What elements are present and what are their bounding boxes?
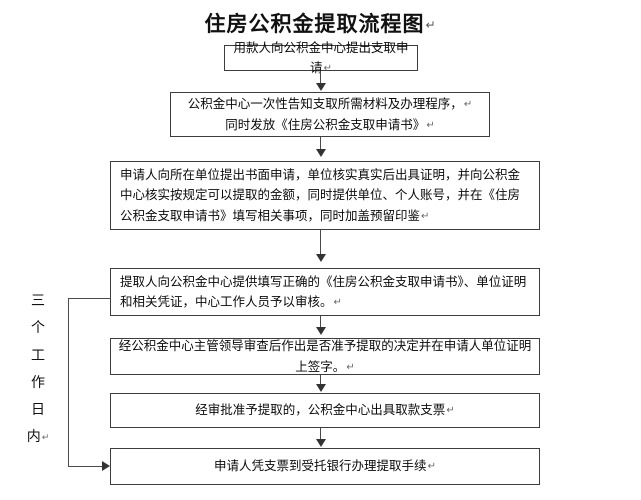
- edge-n4-n5-arrowhead: [316, 327, 326, 335]
- edge-n4-n5-line: [320, 316, 321, 328]
- bracket-vertical-segment: [68, 298, 69, 466]
- flow-node-2-text: 公积金中心一次性告知支取所需材料及办理程序，↵ 同时发放《住房公积金支取申请书》…: [177, 94, 483, 135]
- edge-n1-n2-line: [320, 71, 321, 85]
- side-label-char-4: 作: [31, 374, 45, 391]
- paragraph-return-mark: ↵: [425, 18, 437, 32]
- flow-node-4-text: 提取人向公积金中心提供填写正确的《住房公积金支取申请书》、单位证明和相关凭证，中…: [120, 273, 527, 309]
- bracket-arrowhead: [102, 461, 110, 471]
- side-label-char-5: 日: [31, 402, 45, 419]
- flow-node-1-line-1: 用款人向公积金中心提出支取申请↵: [233, 39, 409, 75]
- bracket-bottom-segment: [68, 466, 103, 467]
- flow-node-6[interactable]: 经审批准予提取的，公积金中心出具取款支票↵: [110, 393, 540, 428]
- paragraph-return-mark: ↵: [323, 63, 332, 74]
- flow-node-2[interactable]: 公积金中心一次性告知支取所需材料及办理程序，↵ 同时发放《住房公积金支取申请书》…: [170, 92, 490, 137]
- paragraph-return-mark: ↵: [333, 297, 342, 308]
- paragraph-return-mark: ↵: [446, 405, 455, 417]
- paragraph-return-mark: ↵: [463, 99, 473, 111]
- flow-node-5-text: 经公积金中心主管领导审查后作出是否准予提取的决定并在申请人单位证明上签字。↵: [118, 338, 532, 374]
- side-label-char-3: 工: [31, 347, 45, 364]
- edge-n3-n4-arrowhead: [316, 254, 326, 262]
- flow-node-3[interactable]: 申请人向所在单位提出书面申请，单位核实真实后出具证明，并向公积金中心核实按规定可…: [110, 161, 540, 230]
- page-title: 住房公积金提取流程图↵: [0, 8, 641, 38]
- paragraph-return-mark: ↵: [41, 433, 50, 444]
- flow-node-2-line-1: 公积金中心一次性告知支取所需材料及办理程序，: [187, 96, 463, 112]
- edge-n2-n3-arrowhead: [316, 149, 326, 157]
- edge-n6-n7-arrowhead: [316, 439, 326, 447]
- flow-node-7-text: 申请人凭支票到受托银行办理提取手续↵: [214, 458, 436, 474]
- edge-n6-n7-line: [320, 428, 321, 440]
- flow-node-4[interactable]: 提取人向公积金中心提供填写正确的《住房公积金支取申请书》、单位证明和相关凭证，中…: [110, 268, 540, 316]
- edge-n1-n2-arrowhead: [316, 83, 326, 91]
- side-label-char-1: 三: [31, 293, 45, 309]
- paragraph-return-mark: ↵: [346, 361, 355, 373]
- flow-node-3-text: 申请人向所在单位提出书面申请，单位核实真实后出具证明，并向公积金中心核实按规定可…: [120, 167, 521, 223]
- paragraph-return-mark: ↵: [427, 461, 436, 473]
- paragraph-return-mark: ↵: [426, 119, 435, 131]
- edge-n5-n6-line: [320, 375, 321, 385]
- paragraph-return-mark: ↵: [421, 210, 430, 222]
- flow-node-1[interactable]: 用款人向公积金中心提出支取申请↵: [224, 40, 418, 75]
- edge-n3-n4-line: [320, 230, 321, 256]
- side-label-char-2: 个: [31, 320, 45, 337]
- edge-n2-n3-line: [320, 137, 321, 151]
- flow-node-7[interactable]: 申请人凭支票到受托银行办理提取手续↵: [110, 448, 540, 485]
- page-title-text: 住房公积金提取流程图: [204, 12, 425, 36]
- side-duration-label: 三 个 工 作 日 内↵: [26, 288, 50, 452]
- side-label-char-6: 内↵: [26, 424, 50, 451]
- bracket-top-segment: [68, 298, 111, 299]
- flow-node-6-text: 经审批准予提取的，公积金中心出具取款支票↵: [195, 402, 455, 418]
- flow-node-2-line-2: 同时发放《住房公积金支取申请书》: [225, 116, 426, 132]
- edge-n5-n6-arrowhead: [316, 384, 326, 392]
- flow-node-5[interactable]: 经公积金中心主管领导审查后作出是否准予提取的决定并在申请人单位证明上签字。↵: [110, 338, 540, 375]
